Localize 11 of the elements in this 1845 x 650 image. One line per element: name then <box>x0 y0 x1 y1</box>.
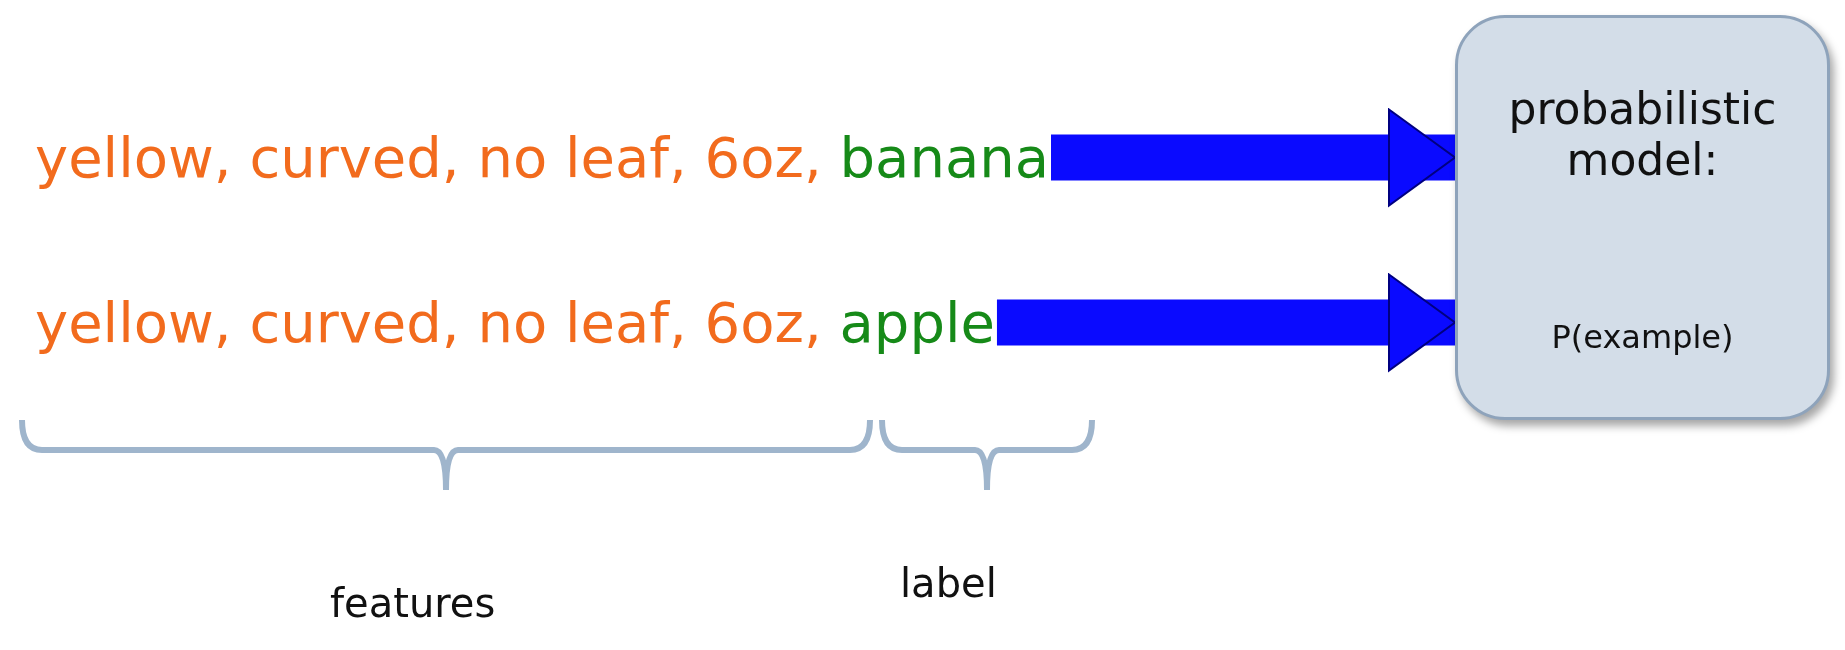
block-arrow <box>996 273 1456 372</box>
model-heading: probabilistic model: <box>1507 83 1778 185</box>
formula-text: P(example) <box>1550 318 1735 356</box>
block-arrow <box>1051 108 1456 207</box>
brace-caption: features <box>330 580 496 626</box>
feature-text: yellow, curved, no leaf, 6oz, <box>35 290 822 355</box>
brace-caption: label <box>900 560 997 606</box>
feature-text: yellow, curved, no leaf, 6oz, <box>35 125 822 190</box>
class-label-text: banana <box>838 125 1049 190</box>
model-box <box>1455 15 1830 420</box>
class-label-text: apple <box>838 290 995 355</box>
